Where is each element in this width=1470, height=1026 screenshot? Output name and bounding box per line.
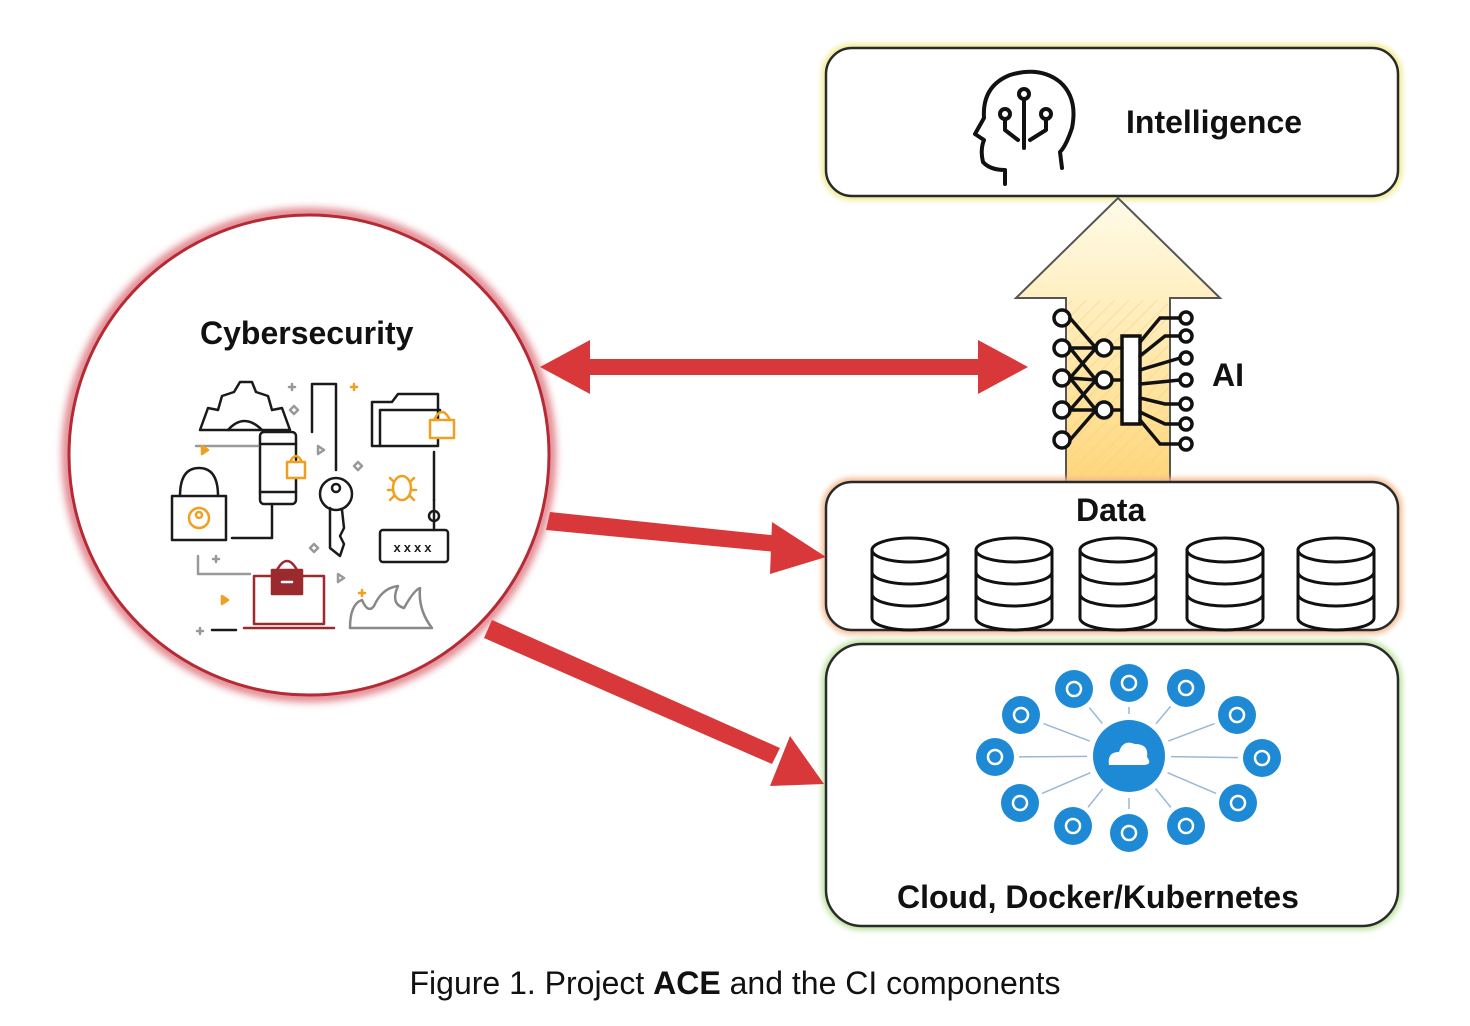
gear-icon — [1218, 696, 1256, 734]
tools-icon — [1110, 664, 1148, 702]
intelligence-label: Intelligence — [1126, 104, 1303, 140]
cloud-network-icon — [976, 664, 1281, 852]
network-link — [1167, 722, 1215, 742]
network-link — [1167, 771, 1217, 795]
network-link — [1041, 771, 1091, 795]
user-icon — [1110, 814, 1148, 852]
gear-icon — [198, 380, 292, 432]
database-icon — [1296, 536, 1376, 632]
ai-chip-icon — [1052, 308, 1194, 452]
svg-text:xxxx: xxxx — [394, 540, 435, 555]
microphone-icon — [1055, 670, 1093, 708]
network-link — [1018, 755, 1088, 758]
caption-bold: ACE — [653, 965, 721, 1001]
network-link — [1088, 707, 1103, 725]
home-icon — [1002, 696, 1040, 734]
smartphone-icon — [1054, 807, 1092, 845]
bidirectional-arrow-cyber-ai — [540, 340, 1028, 394]
network-link — [1170, 755, 1239, 759]
intelligence-box — [822, 44, 1402, 200]
caption-prefix: Figure 1. Project — [409, 965, 654, 1001]
arrow-cyber-to-cloud — [484, 620, 824, 786]
data-label: Data — [1076, 492, 1146, 528]
password-box-icon — [378, 528, 450, 564]
fire-icon — [348, 584, 434, 630]
cybersecurity-circle — [62, 208, 556, 702]
monitor-icon — [1243, 739, 1281, 777]
wifi-icon — [1219, 784, 1257, 822]
ai-label: AI — [1212, 357, 1244, 393]
gamepad-icon — [1001, 784, 1039, 822]
network-link — [1043, 722, 1091, 742]
lightbulb-icon — [976, 738, 1014, 776]
ai-up-arrow — [1013, 196, 1223, 483]
bug-icon — [391, 474, 413, 502]
cyber-icon-cluster: xxxx — [170, 380, 456, 636]
network-link — [1154, 788, 1172, 808]
cloud-label: Cloud, Docker/Kubernetes — [897, 879, 1299, 915]
database-icon — [1078, 536, 1158, 632]
arrow-cyber-to-data — [546, 512, 826, 574]
network-link — [1087, 788, 1104, 808]
cybersecurity-label: Cybersecurity — [200, 315, 414, 351]
database-icon — [974, 536, 1054, 632]
key-icon — [318, 476, 354, 512]
headphones-icon — [1167, 669, 1205, 707]
caption-suffix: and the CI components — [720, 965, 1061, 1001]
chip-icon — [1167, 807, 1205, 845]
folder-icon — [370, 392, 440, 448]
cloud-icon — [1108, 742, 1150, 765]
database-icon — [1185, 536, 1265, 632]
database-icon — [870, 536, 950, 632]
head-circuit-icon — [973, 69, 1076, 186]
figure-caption: Figure 1. Project ACE and the CI compone… — [0, 965, 1470, 1002]
network-link — [1155, 705, 1172, 725]
database-icons — [870, 536, 1376, 632]
